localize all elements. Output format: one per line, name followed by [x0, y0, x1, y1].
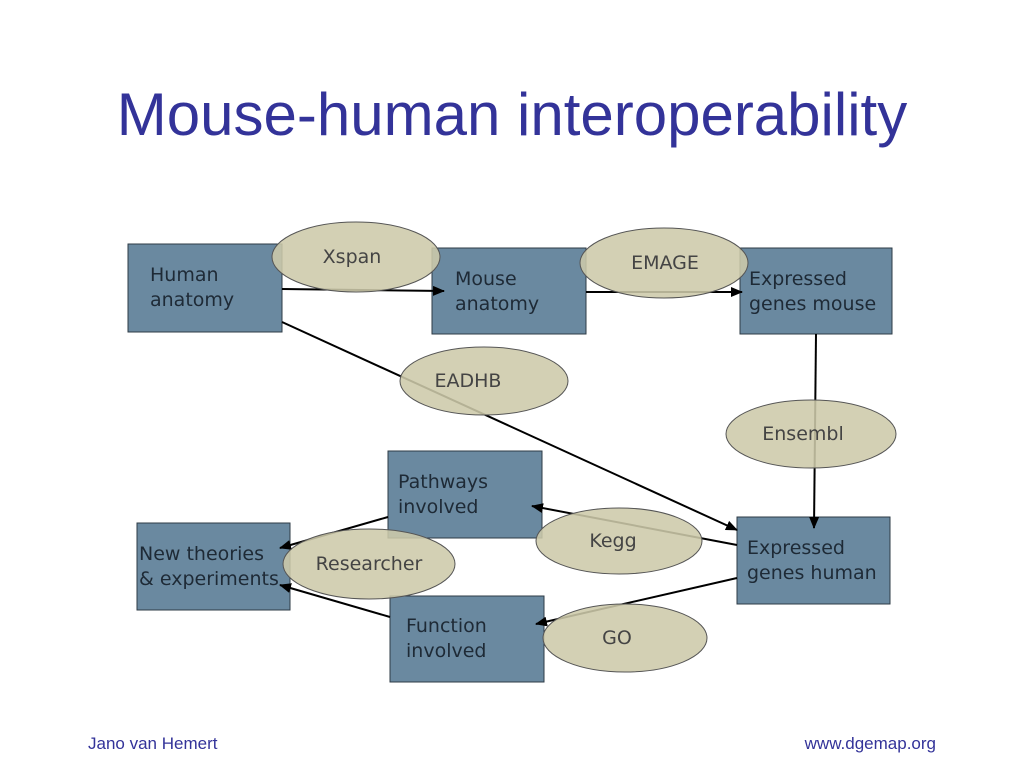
box-function-involved: Function involved [389, 595, 545, 683]
svg-text:Xspan: Xspan [323, 246, 382, 268]
box-human-anatomy: Human anatomy [127, 243, 283, 333]
footer-author: Jano van Hemert [88, 734, 218, 753]
box-expressed-genes-human: Expressed genes human [736, 516, 891, 605]
svg-text:New theories: New theories [139, 543, 264, 565]
box-mouse-anatomy: Mouse anatomy [431, 247, 587, 335]
svg-text:Ensembl: Ensembl [762, 423, 843, 445]
ellipse-eadhb: EADHB [399, 346, 569, 416]
svg-text:genes mouse: genes mouse [749, 293, 876, 315]
svg-text:Expressed: Expressed [749, 268, 847, 290]
svg-text:GO: GO [602, 627, 632, 649]
svg-text:EMAGE: EMAGE [631, 252, 699, 274]
ellipse-xspan: Xspan [271, 221, 441, 293]
svg-text:involved: involved [406, 640, 486, 662]
ellipse-kegg: Kegg [535, 507, 703, 575]
svg-text:Kegg: Kegg [589, 530, 636, 552]
svg-text:Researcher: Researcher [316, 553, 423, 575]
ellipse-researcher: Researcher [282, 528, 456, 600]
footer-url: www.dgemap.org [804, 734, 936, 753]
svg-text:Function: Function [406, 615, 487, 637]
box-new-theories: New theories & experiments [136, 522, 291, 611]
svg-text:genes human: genes human [747, 562, 877, 584]
svg-text:EADHB: EADHB [435, 370, 502, 392]
svg-text:anatomy: anatomy [150, 289, 234, 311]
svg-text:Human: Human [150, 264, 219, 286]
slide-title: Mouse-human interoperability [116, 81, 908, 148]
ellipse-emage: EMAGE [579, 227, 749, 299]
svg-text:Expressed: Expressed [747, 537, 845, 559]
svg-text:Pathways: Pathways [398, 471, 488, 493]
svg-text:involved: involved [398, 496, 478, 518]
svg-text:Mouse: Mouse [455, 268, 517, 290]
svg-text:& experiments: & experiments [139, 568, 279, 590]
box-pathways-involved: Pathways involved [387, 450, 543, 539]
box-expressed-genes-mouse: Expressed genes mouse [739, 247, 893, 335]
svg-text:anatomy: anatomy [455, 293, 539, 315]
ellipse-go: GO [542, 603, 708, 673]
ellipse-ensembl: Ensembl [725, 399, 897, 469]
